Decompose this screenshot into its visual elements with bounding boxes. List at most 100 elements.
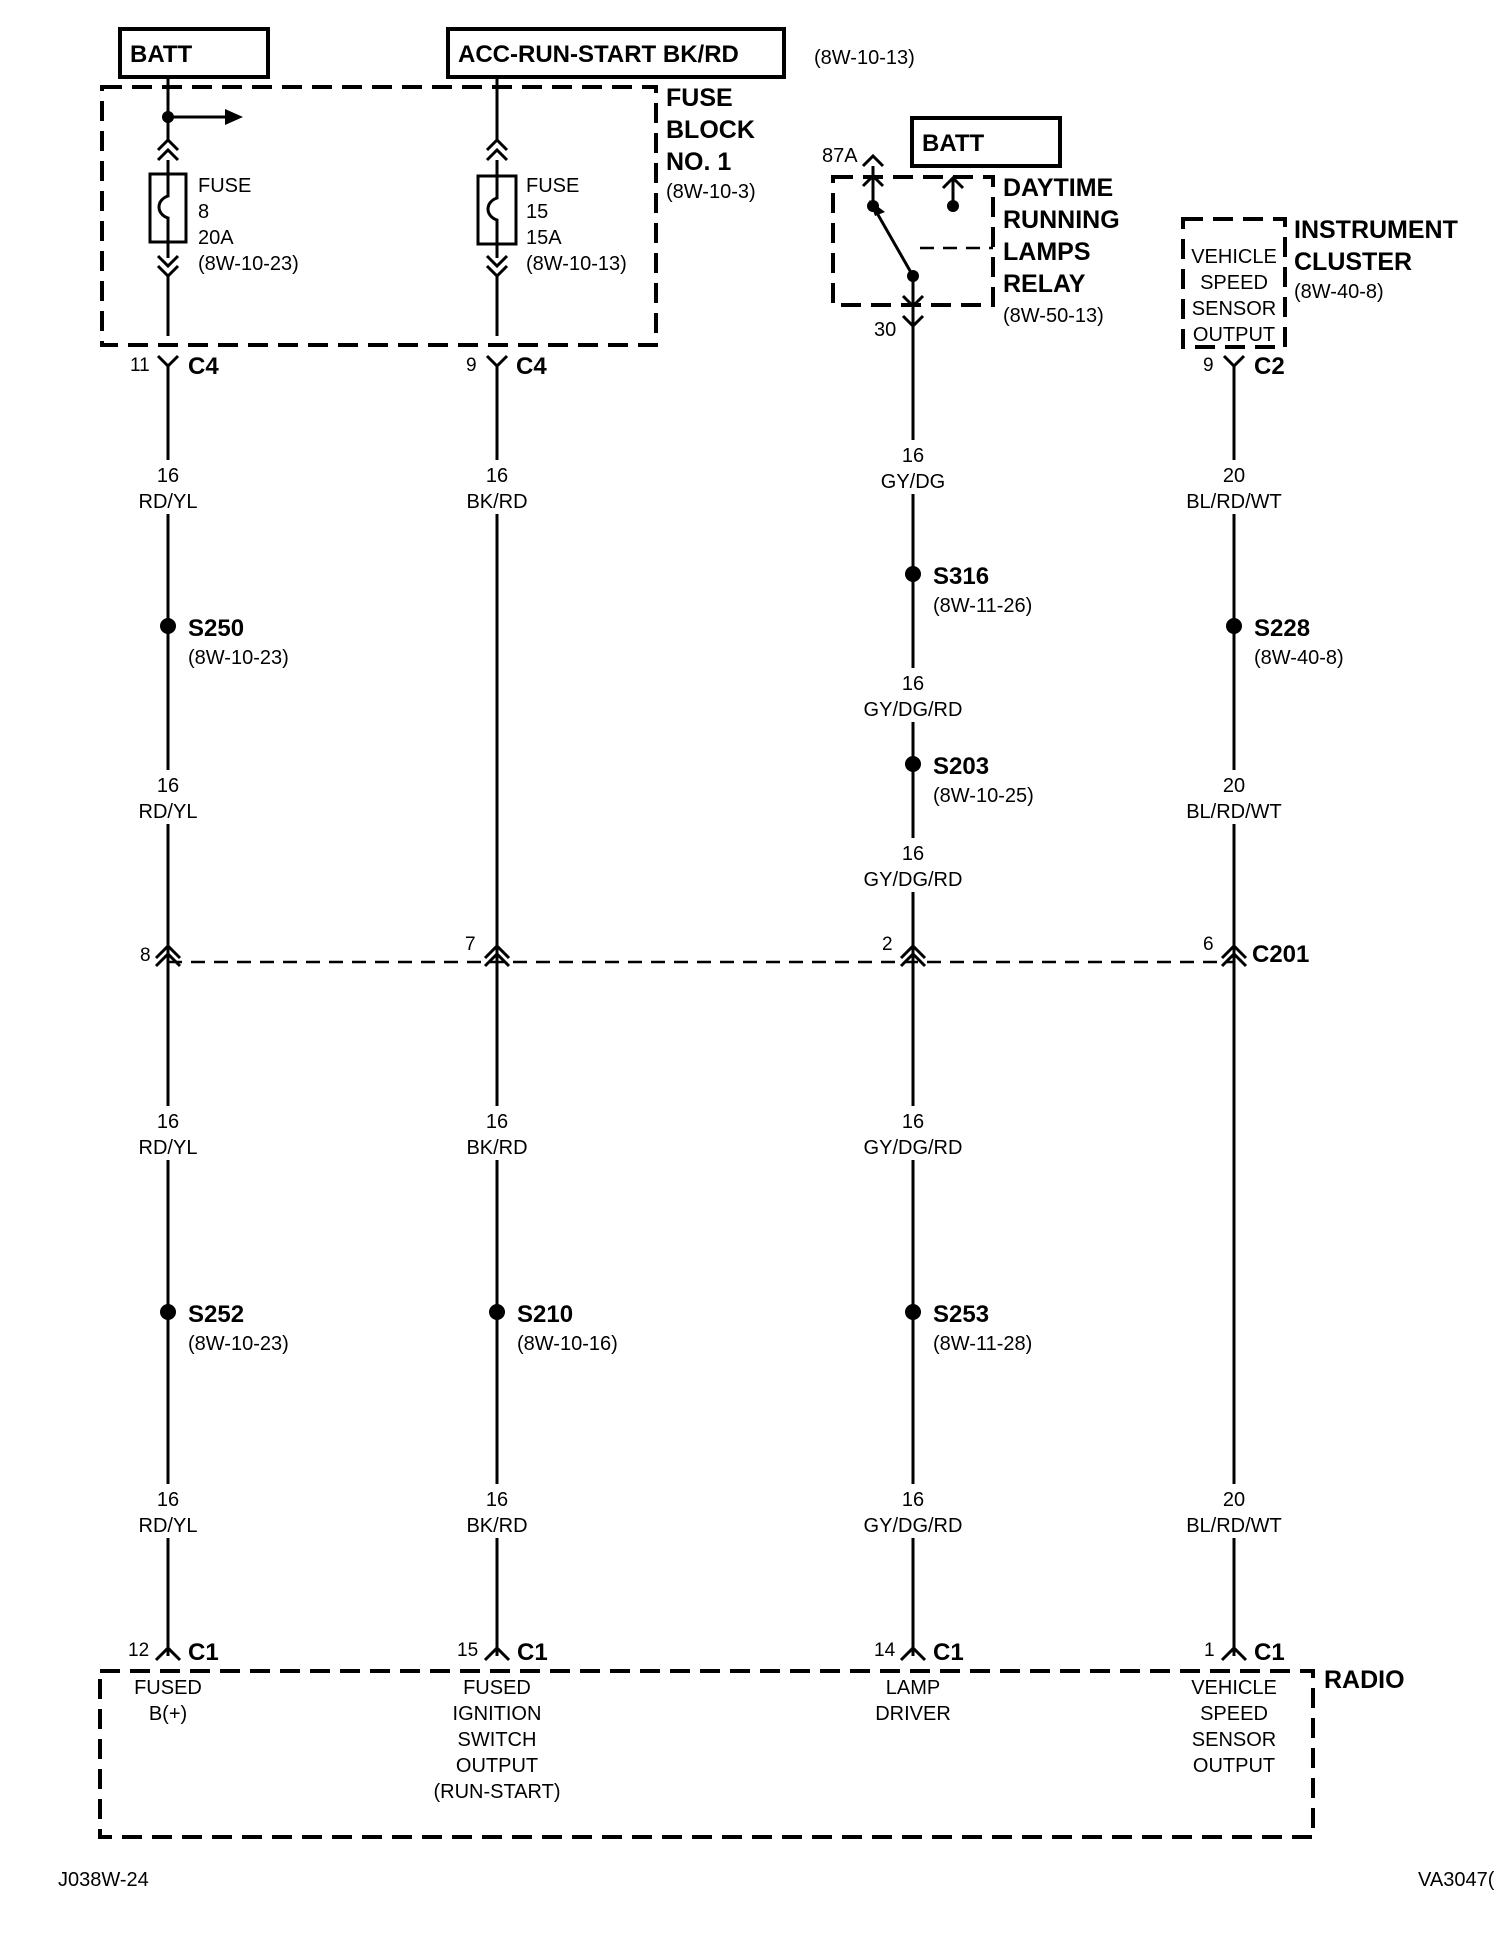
batt-box-left: BATT xyxy=(118,27,270,79)
svg-text:12: 12 xyxy=(128,1640,149,1661)
svg-text:(8W-10-3): (8W-10-3) xyxy=(666,181,756,203)
svg-text:RD/YL: RD/YL xyxy=(139,1515,198,1537)
svg-text:16: 16 xyxy=(902,843,924,865)
svg-text:S228: S228 xyxy=(1254,615,1310,642)
svg-text:FUSED: FUSED xyxy=(134,1677,202,1699)
svg-text:(8W-10-23): (8W-10-23) xyxy=(188,1333,289,1355)
svg-text:(8W-10-16): (8W-10-16) xyxy=(517,1333,618,1355)
svg-text:(RUN-START): (RUN-START) xyxy=(433,1781,560,1803)
connector-c201: 8 7 2 6 C201 xyxy=(140,934,1309,968)
svg-text:VEHICLE: VEHICLE xyxy=(1191,1677,1277,1699)
svg-text:BL/RD/WT: BL/RD/WT xyxy=(1186,801,1282,823)
wire-label-col2-c: 16 BK/RD xyxy=(466,1484,528,1538)
svg-text:C4: C4 xyxy=(516,353,547,380)
connector-c4-a: 11 C4 xyxy=(130,353,219,380)
svg-text:16: 16 xyxy=(902,673,924,695)
svg-text:16: 16 xyxy=(486,465,508,487)
svg-text:8: 8 xyxy=(140,945,151,966)
cluster-label: INSTRUMENT CLUSTER (8W-40-8) xyxy=(1294,216,1458,303)
svg-text:(8W-10-23): (8W-10-23) xyxy=(198,253,299,275)
svg-text:C1: C1 xyxy=(188,1639,219,1666)
svg-text:BL/RD/WT: BL/RD/WT xyxy=(1186,1515,1282,1537)
svg-text:S253: S253 xyxy=(933,1301,989,1328)
splice-s203: S203 (8W-10-25) xyxy=(905,753,1034,807)
svg-text:C1: C1 xyxy=(1254,1639,1285,1666)
svg-text:IGNITION: IGNITION xyxy=(453,1703,542,1725)
radio-pin-fused-b: FUSED B(+) xyxy=(134,1677,202,1725)
arrow-right-icon xyxy=(225,109,243,125)
connector-c2: 9 C2 xyxy=(1203,353,1285,380)
svg-text:C4: C4 xyxy=(188,353,219,380)
svg-text:GY/DG/RD: GY/DG/RD xyxy=(864,699,963,721)
svg-text:6: 6 xyxy=(1203,934,1214,955)
relay-internals: 87A 30 xyxy=(822,145,993,341)
svg-text:2: 2 xyxy=(882,934,893,955)
acc-ref: (8W-10-13) xyxy=(814,47,915,69)
footer-left-code: J038W-24 xyxy=(58,1869,149,1891)
svg-text:30: 30 xyxy=(874,319,896,341)
wire-label-col1-a: 16 RD/YL xyxy=(138,460,198,514)
wire-label-col1-d: 16 RD/YL xyxy=(138,1484,198,1538)
svg-text:(8W-11-28): (8W-11-28) xyxy=(933,1333,1032,1355)
svg-text:7: 7 xyxy=(465,934,476,955)
svg-text:SENSOR: SENSOR xyxy=(1192,298,1276,320)
svg-text:11: 11 xyxy=(130,355,150,376)
svg-text:OUTPUT: OUTPUT xyxy=(1193,1755,1275,1777)
wire-label-col3-e: 16 GY/DG/RD xyxy=(863,1484,963,1538)
svg-text:RD/YL: RD/YL xyxy=(139,1137,198,1159)
svg-text:OUTPUT: OUTPUT xyxy=(1193,324,1275,346)
svg-text:BLOCK: BLOCK xyxy=(666,116,755,144)
acc-run-start-label: ACC-RUN-START BK/RD xyxy=(458,41,739,68)
svg-text:S210: S210 xyxy=(517,1301,573,1328)
splice-s250: S250 (8W-10-23) xyxy=(160,615,289,669)
wire-label-col3-b: 16 GY/DG/RD xyxy=(863,668,963,722)
splice-s210: S210 (8W-10-16) xyxy=(489,1301,618,1355)
splice-s316: S316 (8W-11-26) xyxy=(905,563,1032,617)
fuse-15-branch: FUSE 15 15A (8W-10-13) xyxy=(476,77,627,336)
batt-box-relay: BATT xyxy=(910,116,1062,168)
svg-text:87A: 87A xyxy=(822,145,858,167)
svg-text:INSTRUMENT: INSTRUMENT xyxy=(1294,216,1458,244)
svg-text:1: 1 xyxy=(1204,1640,1215,1661)
svg-text:DRIVER: DRIVER xyxy=(875,1703,951,1725)
connector-c1: 12 15 14 1 C1 C1 C1 C1 xyxy=(128,1639,1285,1666)
svg-text:20: 20 xyxy=(1223,775,1245,797)
svg-text:SENSOR: SENSOR xyxy=(1192,1729,1276,1751)
svg-text:GY/DG/RD: GY/DG/RD xyxy=(864,1515,963,1537)
svg-text:DAYTIME: DAYTIME xyxy=(1003,174,1113,202)
svg-text:(8W-40-8): (8W-40-8) xyxy=(1254,647,1344,669)
svg-text:GY/DG/RD: GY/DG/RD xyxy=(864,1137,963,1159)
svg-text:SPEED: SPEED xyxy=(1200,272,1268,294)
wire-label-col3-d: 16 GY/DG/RD xyxy=(863,1106,963,1160)
splice-s253: S253 (8W-11-28) xyxy=(905,1301,1032,1355)
svg-text:B(+): B(+) xyxy=(149,1703,187,1725)
radio-pin-lamp-driver: LAMP DRIVER xyxy=(875,1677,951,1725)
batt-label: BATT xyxy=(130,41,193,68)
cluster-outline xyxy=(1181,217,1287,349)
svg-text:S250: S250 xyxy=(188,615,244,642)
wire-label-col2-a: 16 BK/RD xyxy=(466,460,528,514)
svg-text:(8W-10-23): (8W-10-23) xyxy=(188,647,289,669)
wire-label-col2-b: 16 BK/RD xyxy=(466,1106,528,1160)
svg-text:(8W-11-26): (8W-11-26) xyxy=(933,595,1032,617)
svg-text:9: 9 xyxy=(466,355,477,376)
fuse-block-label: FUSE BLOCK NO. 1 (8W-10-3) xyxy=(666,84,756,203)
svg-text:LAMP: LAMP xyxy=(886,1677,940,1699)
wire-label-col4-b: 20 BL/RD/WT xyxy=(1186,770,1282,824)
splice-s252: S252 (8W-10-23) xyxy=(160,1301,289,1355)
svg-text:BATT: BATT xyxy=(922,130,985,157)
svg-text:15: 15 xyxy=(526,201,548,223)
radio-outline xyxy=(98,1669,1315,1839)
svg-text:20A: 20A xyxy=(198,227,234,249)
svg-text:15A: 15A xyxy=(526,227,562,249)
wire-label-col4-c: 20 BL/RD/WT xyxy=(1186,1484,1282,1538)
svg-text:FUSE: FUSE xyxy=(198,175,251,197)
acc-run-start-box: ACC-RUN-START BK/RD xyxy=(446,27,786,79)
svg-text:BK/RD: BK/RD xyxy=(466,1515,527,1537)
svg-text:VEHICLE: VEHICLE xyxy=(1191,246,1277,268)
svg-text:C1: C1 xyxy=(517,1639,548,1666)
radio-pin-vss-output: VEHICLE SPEED SENSOR OUTPUT xyxy=(1191,1677,1277,1777)
svg-text:16: 16 xyxy=(902,1489,924,1511)
connector-c4-b: 9 C4 xyxy=(466,353,547,380)
